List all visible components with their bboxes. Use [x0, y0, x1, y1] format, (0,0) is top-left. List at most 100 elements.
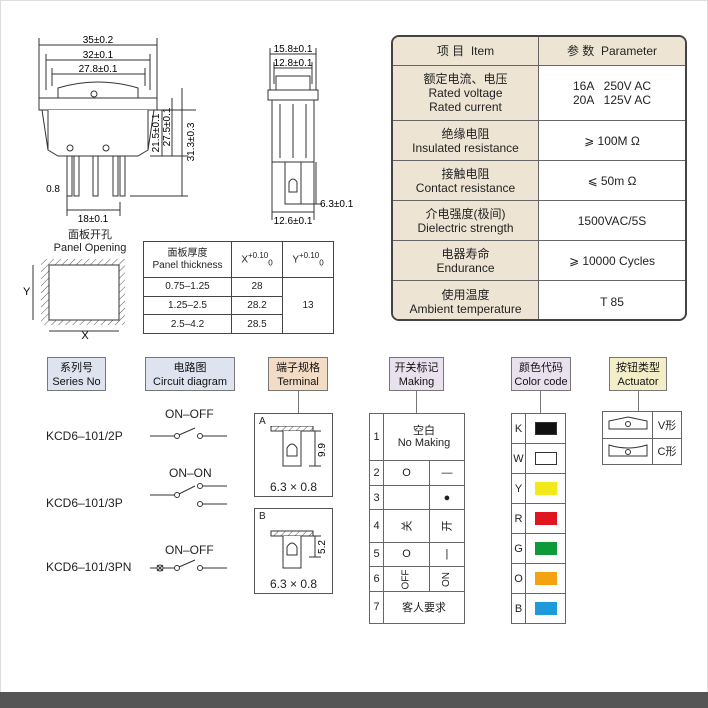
making-row: 2 O — — [369, 460, 466, 486]
series-header-cn: 系列号 — [60, 362, 93, 374]
panel-y-letter: Y — [292, 254, 299, 266]
spec-label-cn: 接触电阻 — [441, 166, 490, 181]
spec-row: 电器寿命 Endurance ⩾ 10000 Cycles — [393, 240, 685, 280]
spec-label-en2: Rated current — [429, 100, 502, 114]
spec-value: 16A 250V AC — [572, 79, 652, 93]
spec-header-param: 参 数 Parameter — [539, 37, 685, 65]
footer-bar — [0, 692, 708, 708]
making-row: 1 空白 No Making — [369, 412, 465, 462]
terminal-b-box: B 5.2 6.3 × 0.8 — [254, 508, 333, 594]
actuator-header-en: Actuator — [617, 376, 659, 388]
spec-row-label: 使用温度 Ambient temperature — [393, 281, 539, 319]
dim-side-w12: 12.8±0.1 — [274, 58, 313, 69]
terminal-header-en: Terminal — [277, 376, 319, 388]
panel-x-tol: +0.10 — [247, 251, 269, 261]
dim-h31: 31.3±0.3 — [186, 122, 197, 161]
making-left-symbol — [383, 484, 430, 511]
circuit-diagrams — [150, 427, 227, 572]
making-row: 7 客人要求 — [369, 590, 465, 625]
dim-h27: 27.5±0.1 — [162, 107, 173, 146]
spec-label-en: Rated voltage — [428, 86, 503, 100]
making-left-symbol: 关 — [401, 520, 414, 532]
panel-y-tol: +0.10 — [298, 251, 320, 261]
making-row: 5 O | — [369, 541, 466, 568]
panel-thickness-header-cn: 面板厚度 — [167, 247, 208, 259]
making-right-symbol: — — [428, 460, 466, 486]
making-left-symbol: O — [383, 460, 430, 486]
dim-pin-gap: 0.8 — [46, 184, 60, 195]
spec-label-cn: 使用温度 — [441, 288, 490, 302]
spec-row: 绝缘电阻 Insulated resistance ⩾ 100M Ω — [393, 120, 685, 160]
color-header-en: Color code — [514, 376, 568, 388]
spec-row-label: 电器寿命 Endurance — [393, 241, 539, 280]
circuit-state-label: ON–ON — [169, 466, 212, 480]
series-header: 系列号 Series No — [47, 357, 106, 391]
actuator-header: 按钮类型 Actuator — [609, 357, 667, 391]
color-row: O — [511, 563, 566, 594]
color-row: G — [511, 533, 566, 564]
spec-value2: 20A 125V AC — [572, 93, 652, 107]
color-row: R — [511, 503, 566, 534]
actuator-label: V形 — [652, 411, 682, 439]
spec-label-en: Insulated resistance — [412, 140, 519, 155]
making-left-symbol: OFF — [400, 569, 412, 590]
spec-header-item: 项 目 Item — [393, 37, 539, 65]
spec-row-label: 额定电流、电压 Rated voltage Rated current — [393, 66, 539, 120]
spec-label-cn: 介电强度(极间) — [425, 206, 506, 221]
panel-x-zero: 0 — [268, 258, 273, 268]
spec-table: 项 目 Item 参 数 Parameter 额定电流、电压 Rated vol… — [391, 35, 687, 321]
spec-label-en: Dielectric strength — [417, 220, 514, 235]
spec-label-cn: 电器寿命 — [441, 246, 490, 261]
color-header-cn: 颜色代码 — [519, 362, 563, 374]
spec-value: ⩾ 10000 Cycles — [568, 253, 656, 268]
making-row: 3 ● — [369, 484, 466, 511]
panel-y-zero: 0 — [319, 258, 324, 268]
making-number: 7 — [369, 590, 384, 625]
panel-thickness-header: 面板厚度 Panel thickness — [143, 241, 232, 278]
spec-row-label: 接触电阻 Contact resistance — [393, 161, 539, 200]
making-blank: 空白 No Making — [383, 412, 465, 462]
color-row: K — [511, 413, 566, 444]
spec-row: 介电强度(极间) Dielectric strength 1500VAC/5S — [393, 200, 685, 240]
panel-row-thickness: 0.75–1.25 — [143, 277, 232, 297]
dim-side-w15: 15.8±0.1 — [274, 44, 313, 55]
front-view-drawing: 35±0.2 32±0.1 27.8±0.1 0.8 18±0.1 21.5±0… — [38, 35, 197, 225]
circuit-state-label: ON–OFF — [165, 543, 214, 557]
axis-x: X — [81, 330, 89, 340]
terminal-size: 6.3 × 0.8 — [269, 577, 318, 591]
making-number: 1 — [369, 412, 384, 462]
making-table: 1 空白 No Making 2 O — 3 ● 4 关 开 5 O | 6 O… — [369, 412, 466, 625]
terminal-b-icon: 5.2 — [270, 530, 328, 569]
series-model: KCD6–101/3PN — [46, 560, 132, 574]
panel-y-header: Y+0.100 — [282, 241, 334, 278]
making-header-cn: 开关标记 — [394, 362, 439, 374]
spec-row-value: 16A 250V AC 20A 125V AC — [539, 66, 685, 120]
actuator-row: V形 — [602, 411, 682, 439]
spec-value: ⩾ 100M Ω — [584, 133, 640, 148]
series-model: KCD6–101/3P — [46, 496, 123, 510]
spec-value: 1500VAC/5S — [577, 213, 647, 228]
actuator-c-icon — [608, 444, 647, 457]
panel-opening-drawing: Y X — [23, 259, 125, 340]
spec-label-cn: 绝缘电阻 — [441, 126, 490, 141]
making-blank-cn: 空白 — [413, 425, 435, 438]
panel-y-value: 13 — [282, 277, 334, 334]
making-header: 开关标记 Making — [389, 357, 444, 391]
dim-h21: 21.5±0.1 — [151, 113, 162, 152]
terminal-height: 9.9 — [317, 443, 328, 457]
making-number: 5 — [369, 541, 384, 568]
spec-label-en: Ambient temperature — [409, 302, 522, 316]
terminal-header-cn: 端子规格 — [276, 362, 320, 374]
terminal-a-box: A 9.9 6.3 × 0.8 — [254, 413, 333, 497]
spec-row: 额定电流、电压 Rated voltage Rated current 16A … — [393, 65, 685, 120]
making-right-symbol: ● — [428, 484, 466, 511]
color-code: Y — [511, 473, 526, 504]
panel-row: 0.75–1.25 28 13 — [143, 277, 334, 334]
making-row: 4 关 开 — [369, 509, 466, 543]
making-number: 3 — [369, 484, 384, 511]
panel-thickness-header-en: Panel thickness — [152, 259, 223, 271]
spec-value: ⩽ 50m Ω — [587, 173, 637, 188]
spec-label-cn: 额定电流、电压 — [423, 72, 508, 86]
spec-label-en: Endurance — [436, 260, 495, 275]
spec-label-en: Contact resistance — [415, 180, 516, 195]
